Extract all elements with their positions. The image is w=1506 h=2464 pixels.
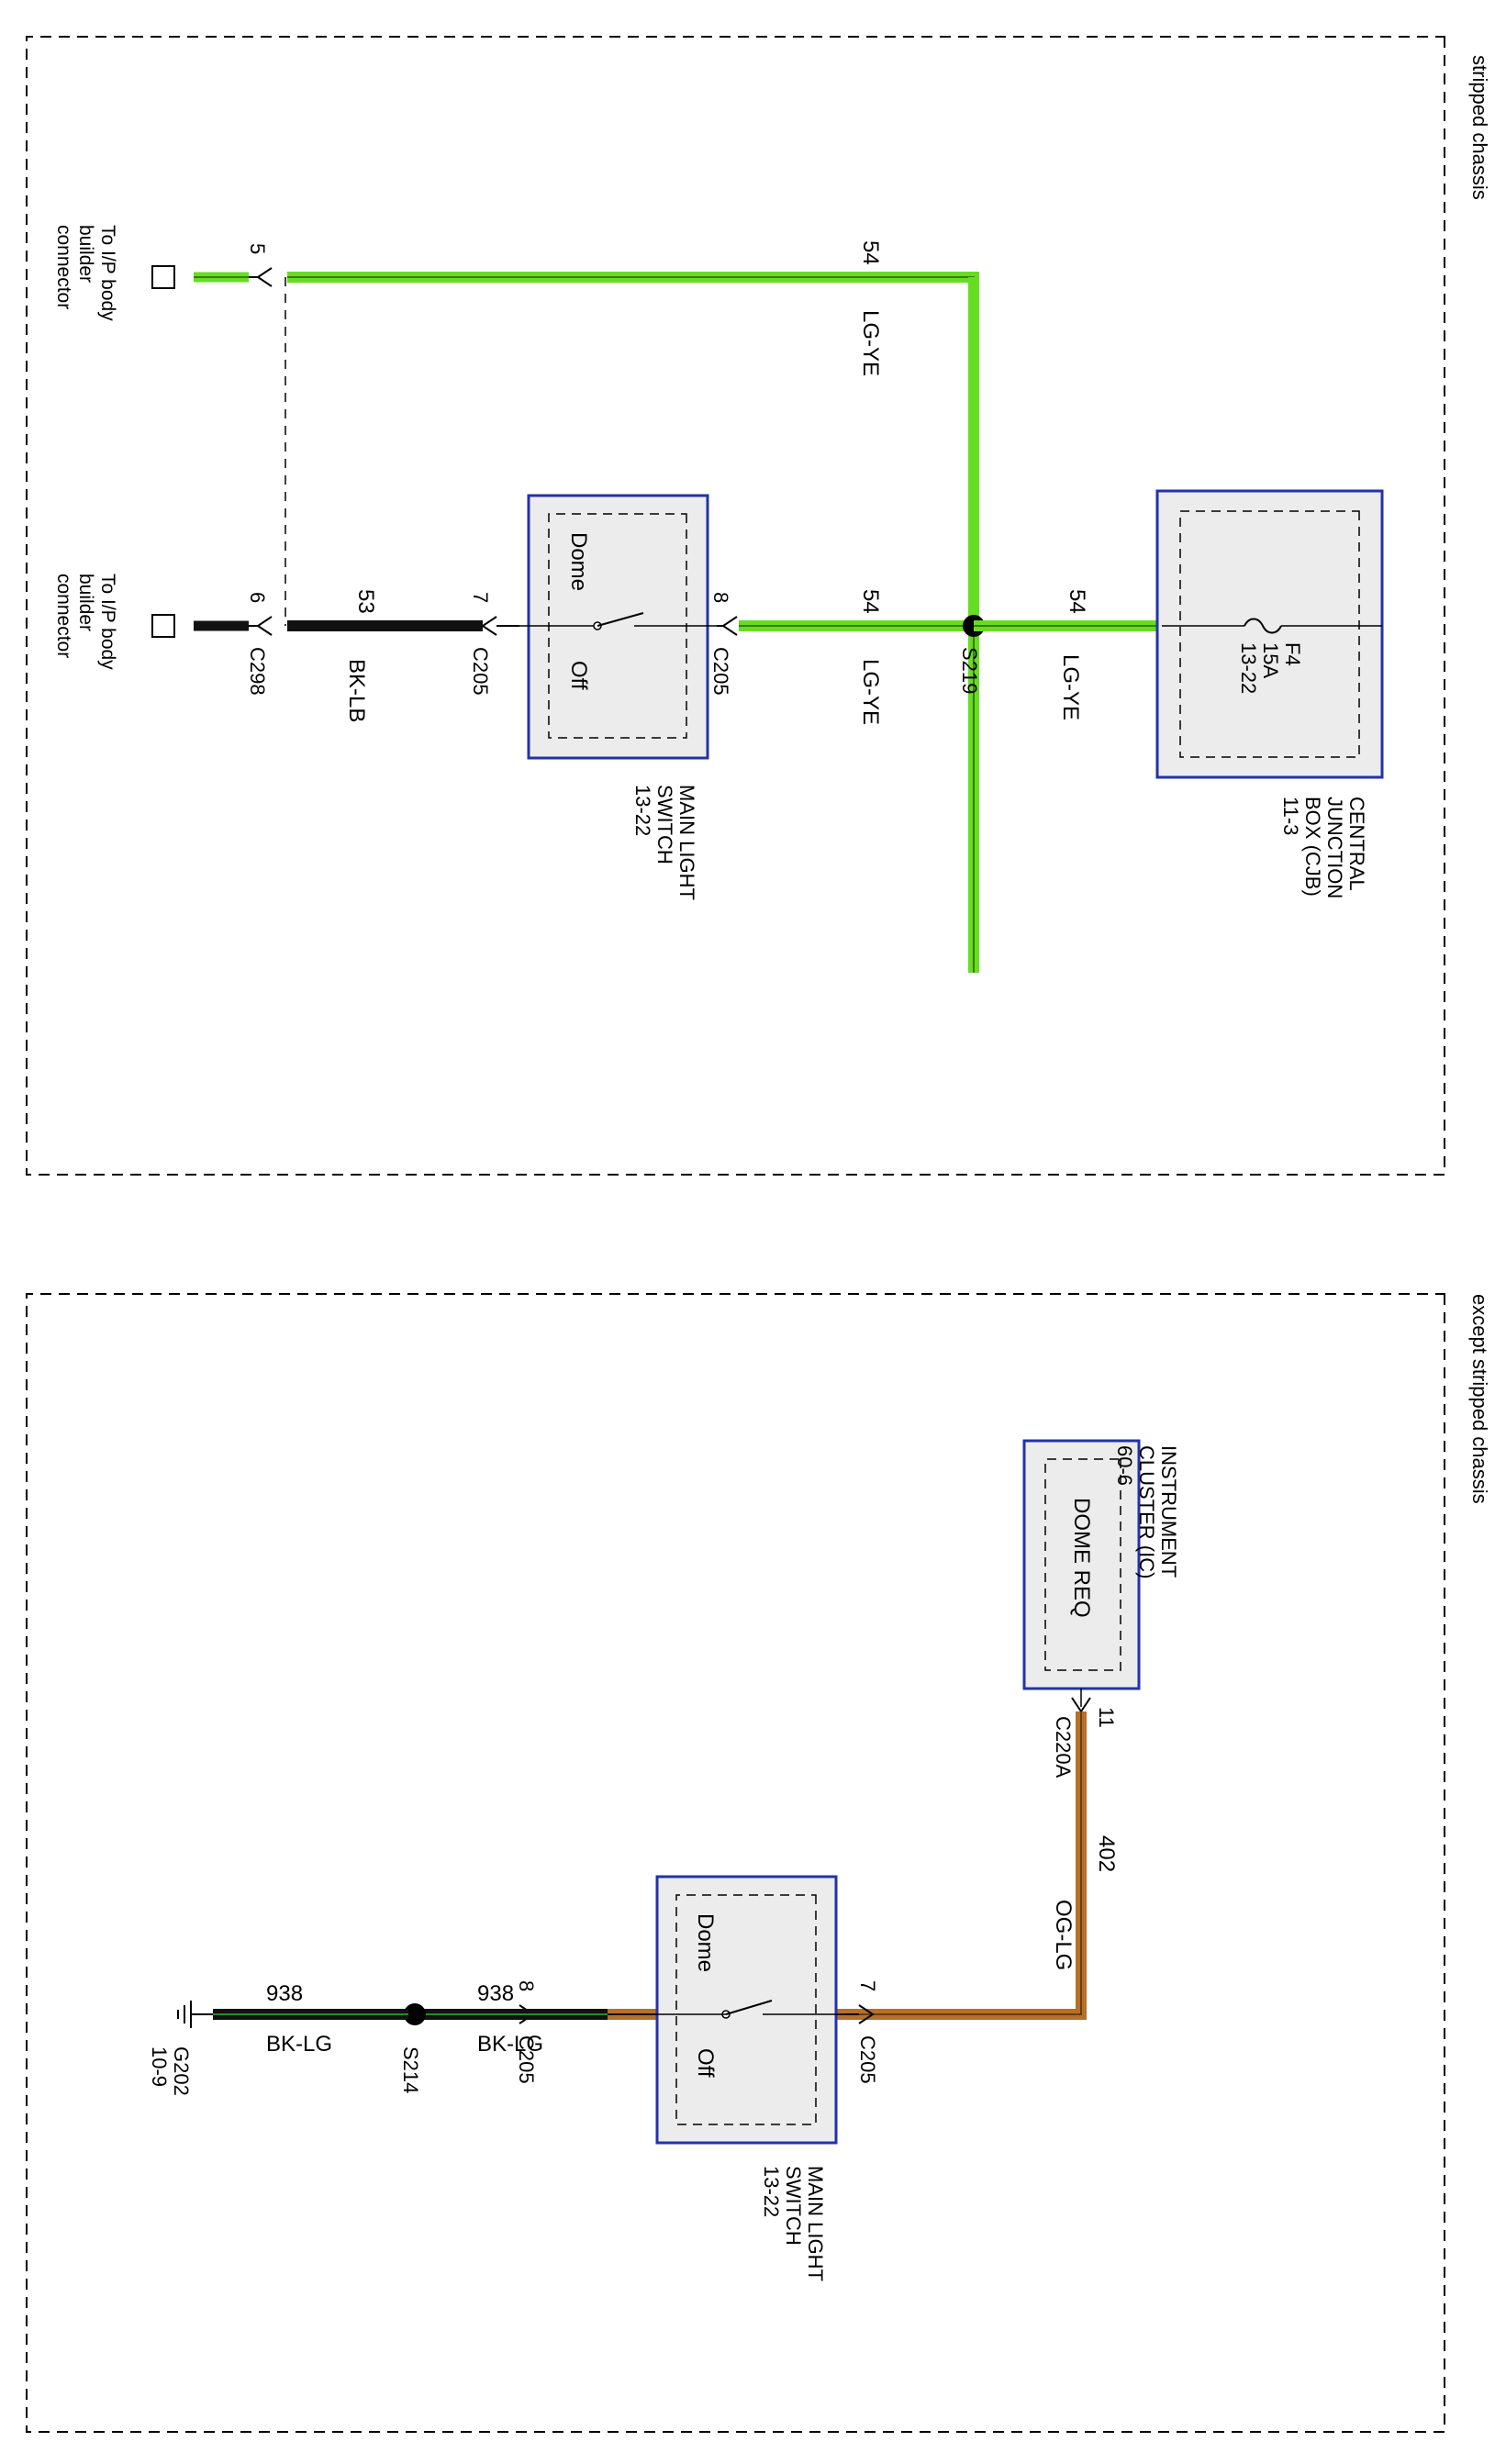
connector-c205-label: C205 [515, 2035, 538, 2084]
splice-label: S219 [958, 647, 981, 694]
wire-circuit: 53 [353, 589, 378, 614]
cluster-label: INSTRUMENT CLUSTER (IC) 60-6 [1113, 1445, 1180, 1585]
switch-label: MAIN LIGHT SWITCH 13-22 [631, 785, 698, 906]
switch-pos-off: Off [693, 2048, 718, 2078]
wire-color: OG-LG [1051, 1900, 1076, 1970]
switch-blade [597, 612, 644, 627]
splice-label: S214 [399, 2046, 422, 2093]
pin-fork-7 [481, 616, 519, 636]
wire-circuit: 54 [858, 240, 883, 265]
switch-pos-dome: Dome [693, 1913, 718, 1972]
wire-circuit: 402 [1094, 1835, 1119, 1872]
wire-circuit: 54 [1065, 589, 1089, 614]
pin-8-label: 8 [515, 1980, 538, 1991]
section-2-ground-wiring: 938 BK-LG S214 938 BK-LG G202 10-9 [148, 1981, 608, 2102]
fuse-icon [1244, 618, 1282, 634]
cjb-box [1155, 489, 1384, 779]
cjb-inner-dashed [1179, 510, 1360, 758]
pin-fork-7 [845, 2004, 875, 2024]
pin-11-label: 11 [1095, 1707, 1118, 1728]
ground-icon [177, 2001, 213, 2028]
wire-color: BK-LG [477, 2032, 543, 2057]
connector-c220a-label: C220A [1052, 1716, 1075, 1778]
connector-c205-label: C205 [469, 647, 492, 696]
pin-fork-8 [717, 616, 738, 636]
wire-color: LG-YE [858, 310, 883, 376]
pin-7-label: 7 [469, 592, 492, 603]
connector-label-top: To I/P body builder connector [53, 225, 118, 327]
wire-circuit: 938 [477, 1981, 514, 2006]
switch-inner-dashed [675, 1894, 817, 2125]
splice-s214 [404, 2003, 426, 2025]
wire-circuit: 54 [858, 589, 883, 614]
connector-c298-label: C298 [246, 647, 269, 696]
wire-color: LG-YE [858, 659, 883, 725]
pin-fork-5 [249, 267, 273, 287]
wire-color: LG-YE [1058, 654, 1083, 720]
section-frame [26, 36, 1445, 1176]
connector-c205-label: C205 [856, 2035, 879, 2084]
main-light-switch-box [655, 1875, 838, 2145]
wire-circuit: 938 [266, 1981, 303, 2006]
section-frame [26, 1293, 1445, 2433]
connector-end-box [151, 265, 175, 289]
pin-5-label: 5 [246, 243, 269, 254]
diagram-rotated-group: stripped chassis To I/P body builder con… [26, 36, 1491, 2433]
ground-label: G202 10-9 [148, 2046, 193, 2102]
switch-label: MAIN LIGHT SWITCH 13-22 [760, 2166, 827, 2287]
fuse-label: F4 15A 13-22 [1237, 642, 1304, 694]
connector-end-box [151, 614, 175, 638]
pin-6-label: 6 [246, 592, 269, 603]
switch-blade [725, 2000, 773, 2015]
pin-8-label: 8 [709, 592, 732, 603]
connector-c205-label: C205 [709, 647, 732, 696]
section-stripped-chassis: stripped chassis To I/P body builder con… [26, 36, 1491, 1176]
pin-fork-6 [249, 616, 273, 636]
cjb-label: CENTRAL JUNCTION BOX (CJB) 11-3 [1279, 797, 1368, 904]
pin-7-label: 7 [856, 1980, 879, 1991]
wire-color: BK-LG [266, 2032, 332, 2057]
main-light-switch-box [527, 494, 709, 760]
connector-label-bottom: To I/P body builder connector [53, 574, 118, 675]
wire-color: BK-LB [344, 659, 369, 722]
cluster-dome-req: DOME REQ [1069, 1498, 1094, 1618]
switch-pos-off: Off [566, 661, 591, 690]
cluster-inner-dashed [1044, 1458, 1121, 1671]
switch-pos-dome: Dome [566, 532, 591, 591]
section-except-stripped-chassis: except stripped chassis DOME REQ INSTRUM… [26, 1293, 1491, 2433]
section-label: except stripped chassis [1468, 1294, 1491, 1504]
section-label: stripped chassis [1468, 55, 1491, 200]
